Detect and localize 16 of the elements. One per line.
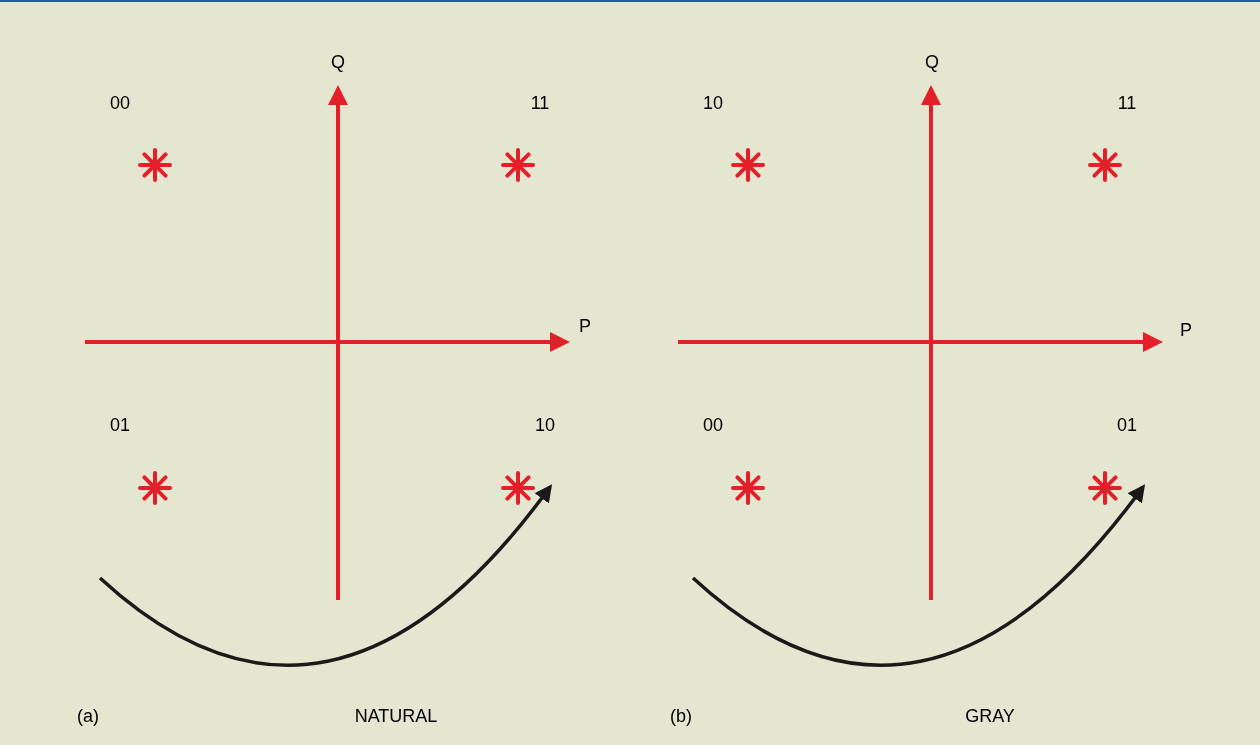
bit-label: 01: [110, 413, 130, 437]
bit-label: 10: [535, 413, 555, 437]
axis-label: P: [1180, 318, 1192, 342]
bit-label: 00: [703, 413, 723, 437]
bit-label: 11: [1117, 91, 1137, 115]
axis-label: Q: [925, 50, 939, 74]
panel-label: (a): [77, 704, 99, 728]
panel-label: (b): [670, 704, 692, 728]
axis-label: Q: [331, 50, 345, 74]
bit-label: 00: [110, 91, 130, 115]
axis-label: P: [579, 314, 591, 338]
bit-label: 10: [703, 91, 723, 115]
bit-label: 01: [1117, 413, 1137, 437]
scheme-label: NATURAL: [354, 704, 438, 728]
scheme-label: GRAY: [965, 704, 1015, 728]
bit-label: 11: [530, 91, 550, 115]
